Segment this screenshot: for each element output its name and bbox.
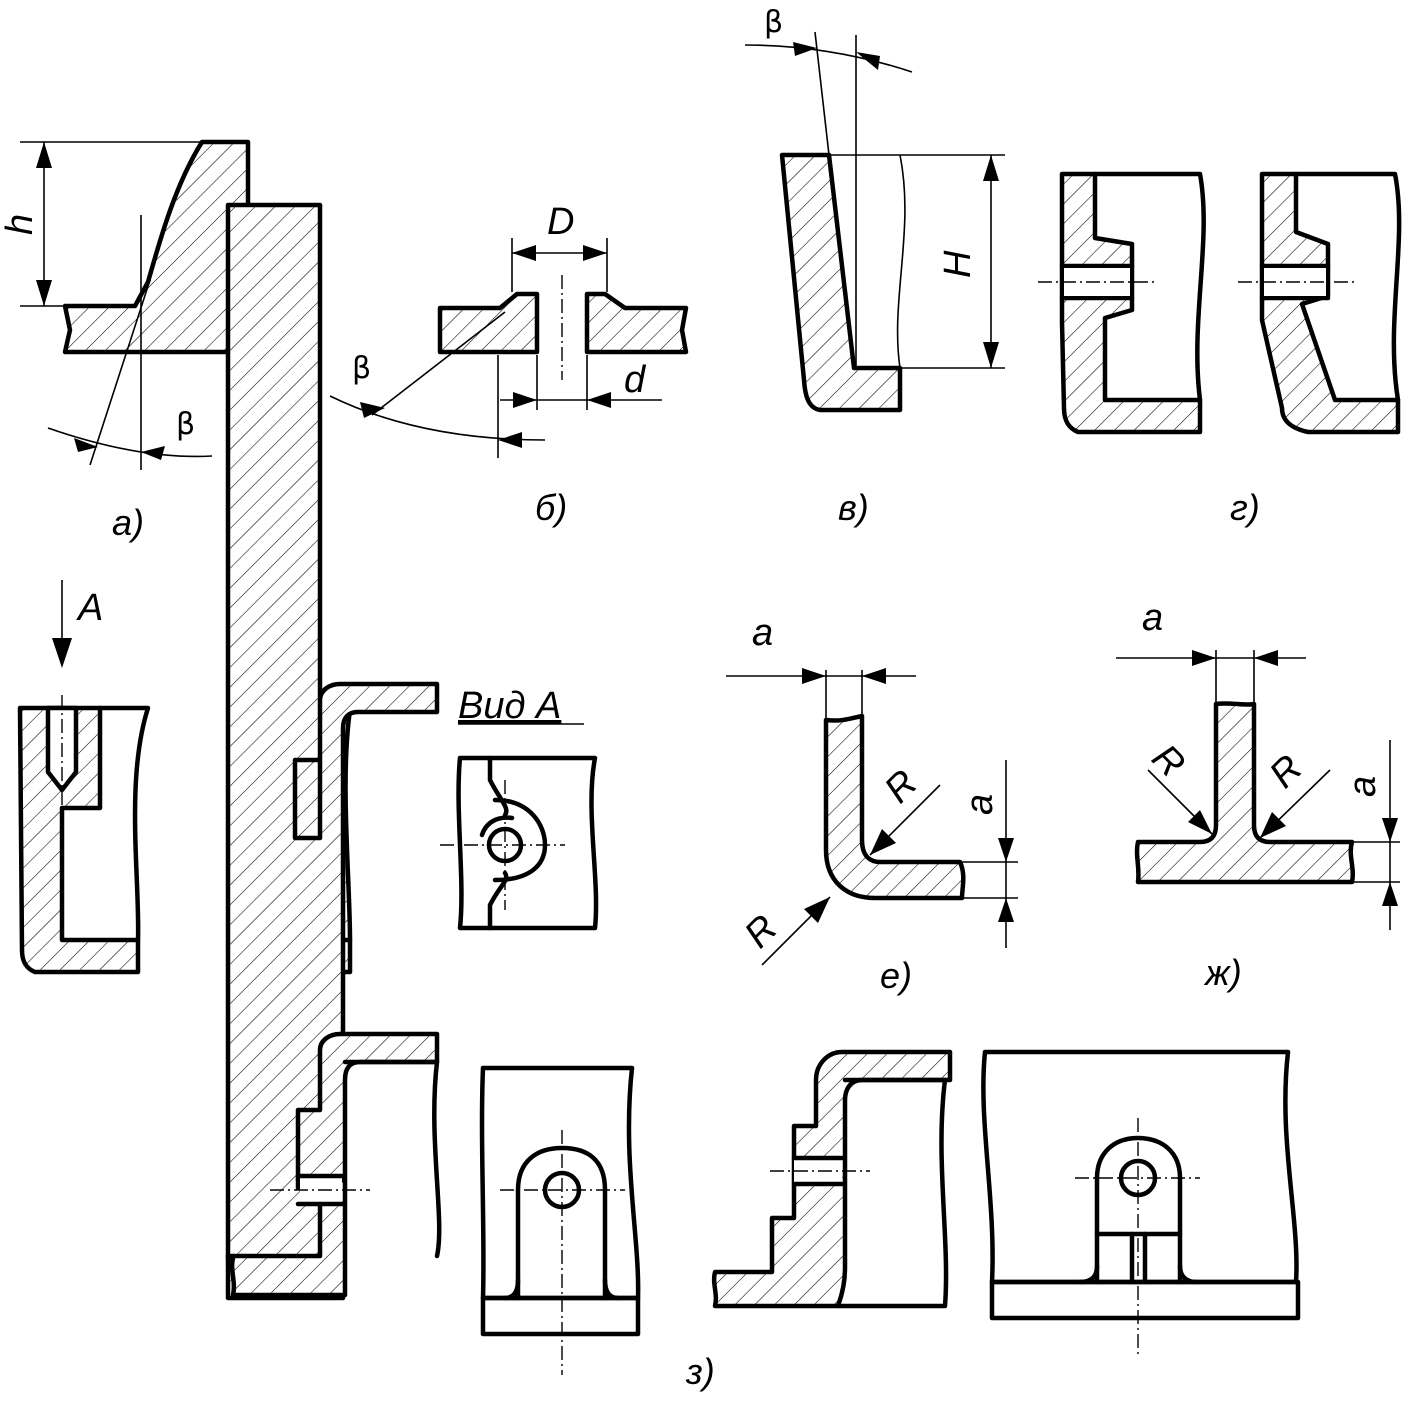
figure-zh: a R R a ж) xyxy=(1116,597,1400,993)
draft-rib-section xyxy=(62,139,251,355)
stepped-wall-section-1 xyxy=(1059,171,1203,435)
figure-z: з) xyxy=(225,202,1301,1392)
label-beta-v: β xyxy=(764,5,783,40)
label-a-e-side: a xyxy=(959,794,1001,815)
tee-wall-section xyxy=(1134,701,1355,885)
label-H: H xyxy=(937,250,979,278)
caption-z: з) xyxy=(685,1351,715,1392)
corner-wall-section xyxy=(823,713,966,901)
figure-e: a R R a е) xyxy=(726,612,1018,996)
figure-a: h β а) xyxy=(0,139,251,543)
stepped-wall-section-2 xyxy=(1259,171,1401,435)
caption-g: г) xyxy=(1230,487,1260,528)
label-D: D xyxy=(547,201,574,243)
label-a-e-top: a xyxy=(752,612,773,654)
label-R-zh-right: R xyxy=(1262,747,1311,796)
caption-b: б) xyxy=(535,487,567,528)
blind-hole-section xyxy=(17,705,141,975)
label-R-zh-left: R xyxy=(1144,737,1193,786)
view-a-title: Вид А xyxy=(458,685,561,727)
label-beta-b: β xyxy=(352,351,371,386)
caption-a: а) xyxy=(112,502,144,543)
label-h: h xyxy=(0,214,41,235)
label-A-1: A xyxy=(76,587,103,629)
label-d: d xyxy=(624,359,647,401)
lug-view-1-outline xyxy=(479,1065,641,1301)
label-R-e-inner: R xyxy=(877,762,926,811)
figure-v: H β в) xyxy=(744,5,1005,528)
tapered-wall-section xyxy=(779,152,903,413)
boss-section-left xyxy=(437,291,540,355)
lug-view-2-outline xyxy=(981,1049,1299,1285)
figure-g: г) xyxy=(1038,171,1402,528)
label-a-zh-side: a xyxy=(1342,776,1384,797)
caption-zh: ж) xyxy=(1203,952,1242,993)
label-beta: β xyxy=(176,407,195,442)
lug-section-1 xyxy=(225,202,440,1301)
boss-section-right xyxy=(584,291,689,355)
figure-b: D d β б) xyxy=(329,201,689,528)
caption-v: в) xyxy=(838,487,869,528)
label-a-zh-top: a xyxy=(1142,597,1163,639)
caption-e: е) xyxy=(880,955,912,996)
view-a-outline xyxy=(456,755,599,931)
